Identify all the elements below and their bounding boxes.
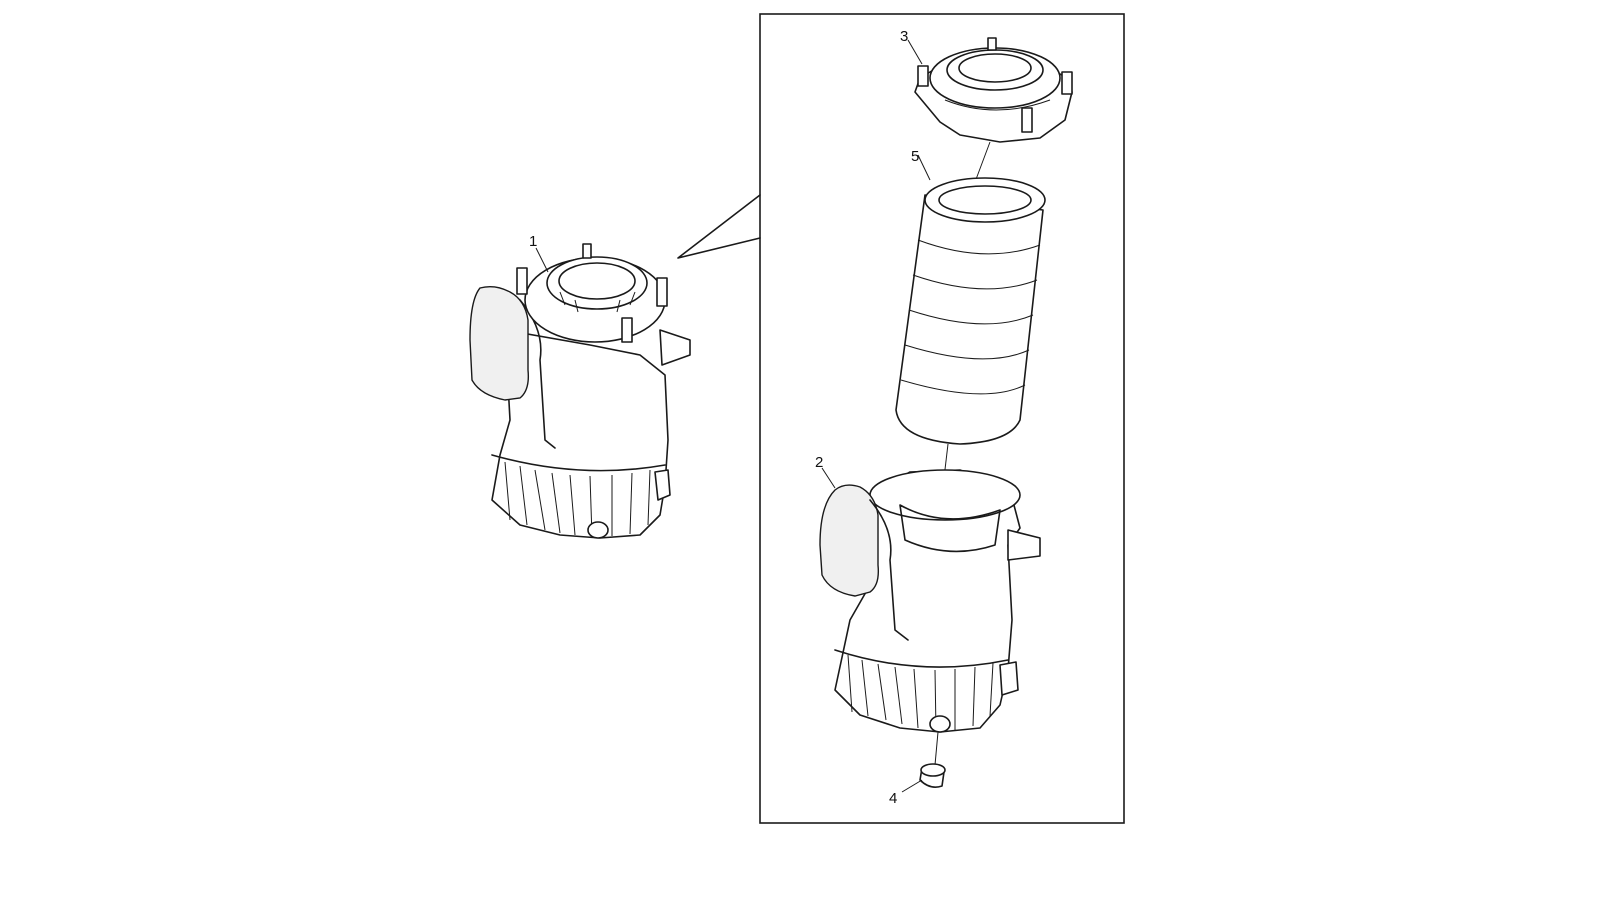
exploded-view-frame [759,13,1125,824]
callout-4: 4 [889,790,897,807]
callout-1: 1 [529,233,537,250]
detail-pointer [677,194,761,259]
callout-5: 5 [911,148,919,165]
air-cleaner-assembly [469,243,691,539]
callout-2: 2 [815,454,823,471]
air-filter-element [895,154,1046,445]
drain-valve [901,763,946,793]
air-cleaner-cover [907,37,1073,143]
base-ribs [504,461,651,538]
housing-ribs [847,654,994,732]
callout-3: 3 [900,28,908,45]
air-cleaner-housing [819,467,1041,733]
